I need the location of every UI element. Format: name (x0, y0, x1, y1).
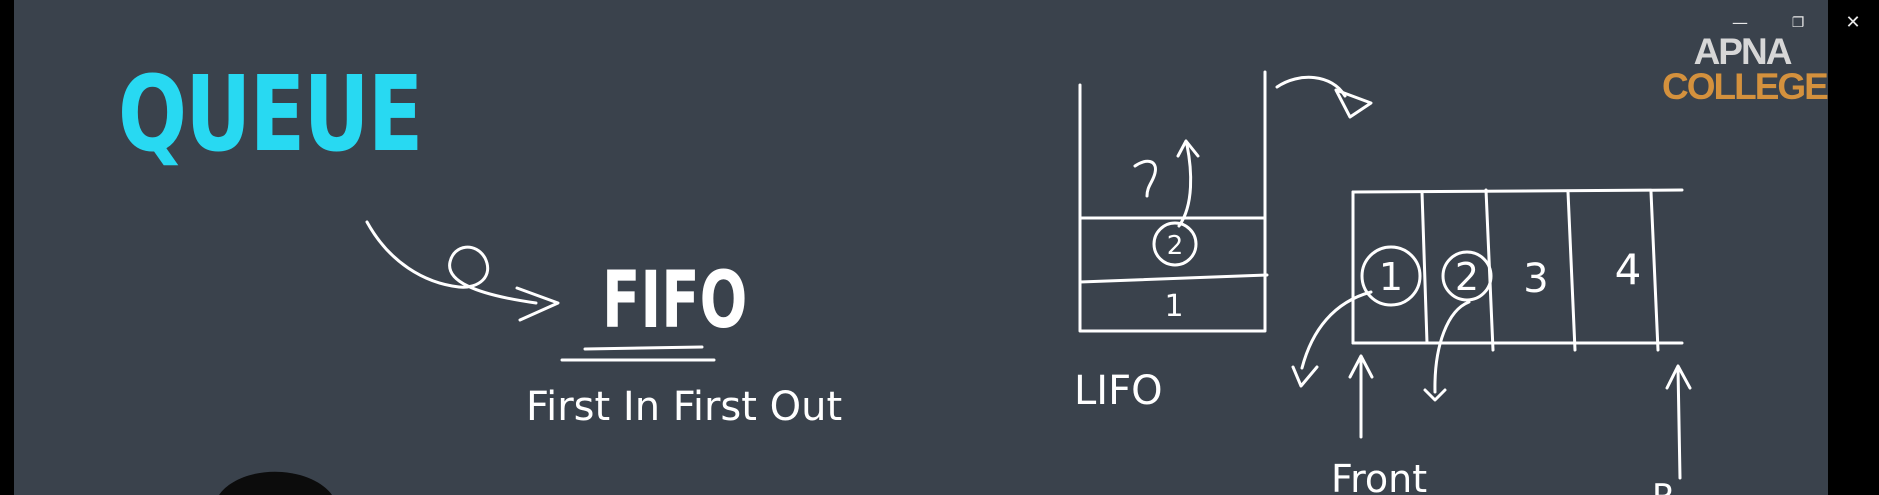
stack-divider-mid (1078, 273, 1269, 284)
stack-pop-arrow (1177, 143, 1193, 228)
minimize-button[interactable]: — (1732, 13, 1748, 32)
front-label: Front (1331, 457, 1427, 495)
apna-college-logo: APNA COLLEGE (1662, 31, 1828, 108)
lifo-label: LIFO (1074, 368, 1163, 414)
right-border (1828, 0, 1879, 495)
left-border (0, 0, 14, 495)
slide-board: QUEUE FIFO APNA COLLEGE (14, 0, 1828, 495)
queue-circle-2 (1441, 250, 1493, 302)
stack-cell-1: 1 (1164, 289, 1183, 324)
fifo-underline-short (583, 345, 704, 351)
stack-pop-arrowhead (1176, 139, 1200, 158)
queue-circle-1 (1360, 245, 1422, 307)
slide-title: QUEUE (118, 53, 423, 175)
window-controls: — ❐ ✕ (1720, 8, 1879, 38)
queue-cell-3: 3 (1523, 256, 1548, 302)
dequeue-arrow (1300, 290, 1373, 370)
stack-container (1078, 70, 1267, 333)
stack-exit-arrowhead (1334, 88, 1373, 119)
presenter-head (219, 471, 332, 495)
dequeue-arrowhead (1291, 365, 1319, 388)
rear-pointer-arrowhead (1665, 364, 1692, 390)
queue-cell-4: 4 (1615, 245, 1642, 294)
maximize-button[interactable]: ❐ (1791, 15, 1805, 31)
front-pointer-arrowhead (1348, 354, 1374, 379)
dequeue-arrow-2 (1433, 300, 1471, 394)
stack-cell-2: 2 (1167, 231, 1184, 261)
queue-cell-2: 2 (1455, 255, 1479, 299)
close-button[interactable]: ✕ (1845, 12, 1861, 33)
fifo-expansion-text: First In First Out (526, 384, 842, 430)
curved-arrow-to-fifo (365, 220, 538, 305)
stack-question-mark (1133, 159, 1157, 198)
logo-line-college: COLLEGE (1662, 66, 1828, 108)
queue-cell-1: 1 (1379, 255, 1403, 299)
dequeue-arrowhead-2 (1423, 388, 1447, 402)
stack-circle-2 (1152, 221, 1198, 267)
rear-label: R (1652, 477, 1676, 495)
queue-top-line (1351, 188, 1684, 194)
logo-line-apna: APNA (1693, 31, 1793, 72)
queue-divider-4 (1649, 190, 1660, 352)
rear-pointer-arrow (1676, 366, 1682, 480)
fifo-heading: FIFO (602, 256, 748, 346)
arrow-head-fifo (515, 286, 560, 322)
stack-exit-arrow (1275, 75, 1347, 98)
queue-divider-1 (1420, 190, 1429, 345)
whiteboard-drawing: First In First Out LIFO 2 1 1 2 3 4 Fron… (219, 70, 1692, 495)
queue-divider-3 (1566, 190, 1577, 352)
